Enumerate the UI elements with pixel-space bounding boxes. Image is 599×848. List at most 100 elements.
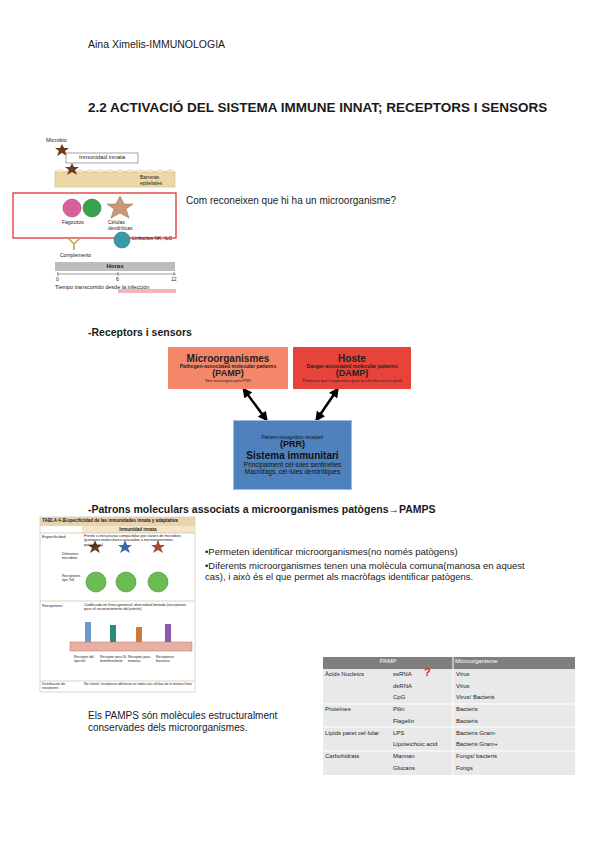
table-cell: Fongs/ bacteris <box>456 753 572 760</box>
table-cell: Bacteris Gram+ <box>456 741 572 748</box>
axis-tick <box>58 272 59 276</box>
axis-label: 6 <box>116 277 119 283</box>
table-subheader <box>82 526 195 533</box>
table-cell: Lípids paret cel·lular <box>325 730 391 737</box>
table-header: PAMP <box>323 658 453 665</box>
table-cell: Carbohidrats <box>325 753 391 760</box>
header-box <box>66 153 138 163</box>
table-cell: Receptores <box>42 604 82 609</box>
figure-label: Horas <box>55 263 175 270</box>
concept-box: MicroorganismesPathogen-associated molec… <box>168 347 288 389</box>
table-cell: dsRNA <box>393 683 453 690</box>
table-header: Inmunidad innata <box>84 527 192 532</box>
table-cell: Virus/ Bacteris <box>456 694 572 701</box>
box-text: (DAMP) <box>336 369 369 379</box>
connector-arrow <box>316 389 337 420</box>
cell-symbol <box>86 572 106 592</box>
table-title: Especificidad de las inmunidades innata … <box>64 518 192 523</box>
receptor-symbol <box>110 625 116 642</box>
time-axis <box>57 274 176 275</box>
table-cell: Àcids Nucleics <box>325 671 391 678</box>
table-title: TABLA 4-1 <box>42 518 65 523</box>
axis-title: Tiempo transcurrido desde la infección <box>55 284 175 290</box>
axis-label: 12 <box>171 277 177 283</box>
receptor-symbol <box>85 622 91 642</box>
table-cell: Receptores tipo Toll <box>62 574 86 582</box>
table-rule <box>323 751 575 752</box>
table-rule <box>40 533 195 534</box>
underline-mark <box>118 292 176 293</box>
figure-label: Células dendríticas <box>108 220 148 232</box>
note-text: Els PAMPS són molècules estructuralment … <box>88 710 308 733</box>
receptor-symbol <box>136 627 142 642</box>
table-cell: LPS <box>393 730 453 737</box>
question-mark: ? <box>424 666 431 679</box>
axis-tick <box>118 272 119 276</box>
figure-label: Inmunidad innata <box>66 154 138 161</box>
table-cell: Diferentes microbios <box>62 552 86 560</box>
figure-label: Linfocitos NK, ILC <box>132 236 174 242</box>
box-text: Principalment cèl·lules sentinelles <box>244 461 342 468</box>
dendritic-cell <box>107 196 133 218</box>
table-cell: Glucans <box>393 765 453 772</box>
box-text: (PRR) <box>280 440 305 450</box>
question-text: Com reconeixen que hi ha un microorganis… <box>186 195 506 207</box>
page-title: 2.2 ACTIVACIÓ DEL SISTEMA IMMUNE INNAT; … <box>88 100 588 116</box>
figure-label: Fagocitos <box>62 220 84 226</box>
table-rule <box>40 681 195 682</box>
table-cell: CpG <box>393 694 453 701</box>
table-cell: Bacteris <box>456 718 572 725</box>
axis-tick <box>174 272 175 276</box>
box-text: Microorganismes <box>187 353 270 364</box>
table-rule <box>323 704 575 705</box>
table-cell: Bacteris <box>456 706 572 713</box>
microbe-symbol <box>65 163 79 175</box>
cell-symbol <box>148 572 168 592</box>
cell-symbol <box>116 572 136 592</box>
bullet-text: •Diferents microorganismes tenen una mol… <box>205 561 535 583</box>
time-band <box>55 262 175 271</box>
membrane-band <box>70 642 192 651</box>
table-header <box>40 517 195 526</box>
table-cell: Bacteris Gram- <box>456 730 572 737</box>
table-cell: Especificidad <box>42 535 82 540</box>
table-cell: Codificado en línea germinal; diversidad… <box>84 603 192 612</box>
table-cell: Virus <box>456 671 572 678</box>
box-text: Proteïnes que s'expressen quan la cèl·lu… <box>302 379 401 383</box>
table-cell: Virus <box>456 683 572 690</box>
box-text: Sistema immunitari <box>246 450 338 461</box>
receptor-symbol <box>165 624 171 642</box>
table-cell: Proteïnes <box>325 706 391 713</box>
table-cell: Distribución de receptores <box>42 682 82 690</box>
table-cell: Receptores basurero <box>156 655 186 663</box>
table-rule <box>323 727 575 728</box>
concept-box: HosteDanger-associated molecular pattern… <box>293 347 411 389</box>
table-cell: Lipoteichoic acid <box>393 741 453 748</box>
phagocyte-cell <box>83 199 101 217</box>
figure-label: Complemento <box>60 253 91 259</box>
table-cell: Flagelin <box>393 718 453 725</box>
complement-symbol <box>68 238 80 250</box>
phagocyte-cell <box>63 199 81 217</box>
section-heading: -Patrons moleculars associats a microorg… <box>88 503 588 515</box>
table-cell: Fongs <box>456 765 572 772</box>
page-header: Aina Ximelis-IMMUNOLOGIA <box>88 38 225 50</box>
table-rule <box>453 657 454 775</box>
table-header <box>323 657 575 669</box>
table-cell: ssRNA <box>393 671 453 678</box>
box-text: Són reconeguts pels PRR <box>205 379 251 383</box>
highlight-frame <box>13 193 176 238</box>
box-text: (PAMP) <box>212 369 243 379</box>
axis-label: 0 <box>56 277 59 283</box>
table-cell: Frente a estructuras compartidas por cla… <box>84 534 192 547</box>
table-cell: Receptor del tipo toll <box>74 655 100 663</box>
figure-label: Microbio <box>46 137 67 143</box>
table-cell: Receptor para manosa <box>128 655 154 663</box>
section-heading: -Receptors i sensors <box>88 326 192 338</box>
table-frame <box>40 517 195 692</box>
bullet-text: •Permeten identificar microorganismes(no… <box>205 547 545 558</box>
box-text: Macròfags, cèl·lules dendrítiques <box>245 468 340 475</box>
concept-box: Pattern-recognition receptor(PRR)Sistema… <box>233 420 352 490</box>
nk-cell <box>114 232 130 248</box>
